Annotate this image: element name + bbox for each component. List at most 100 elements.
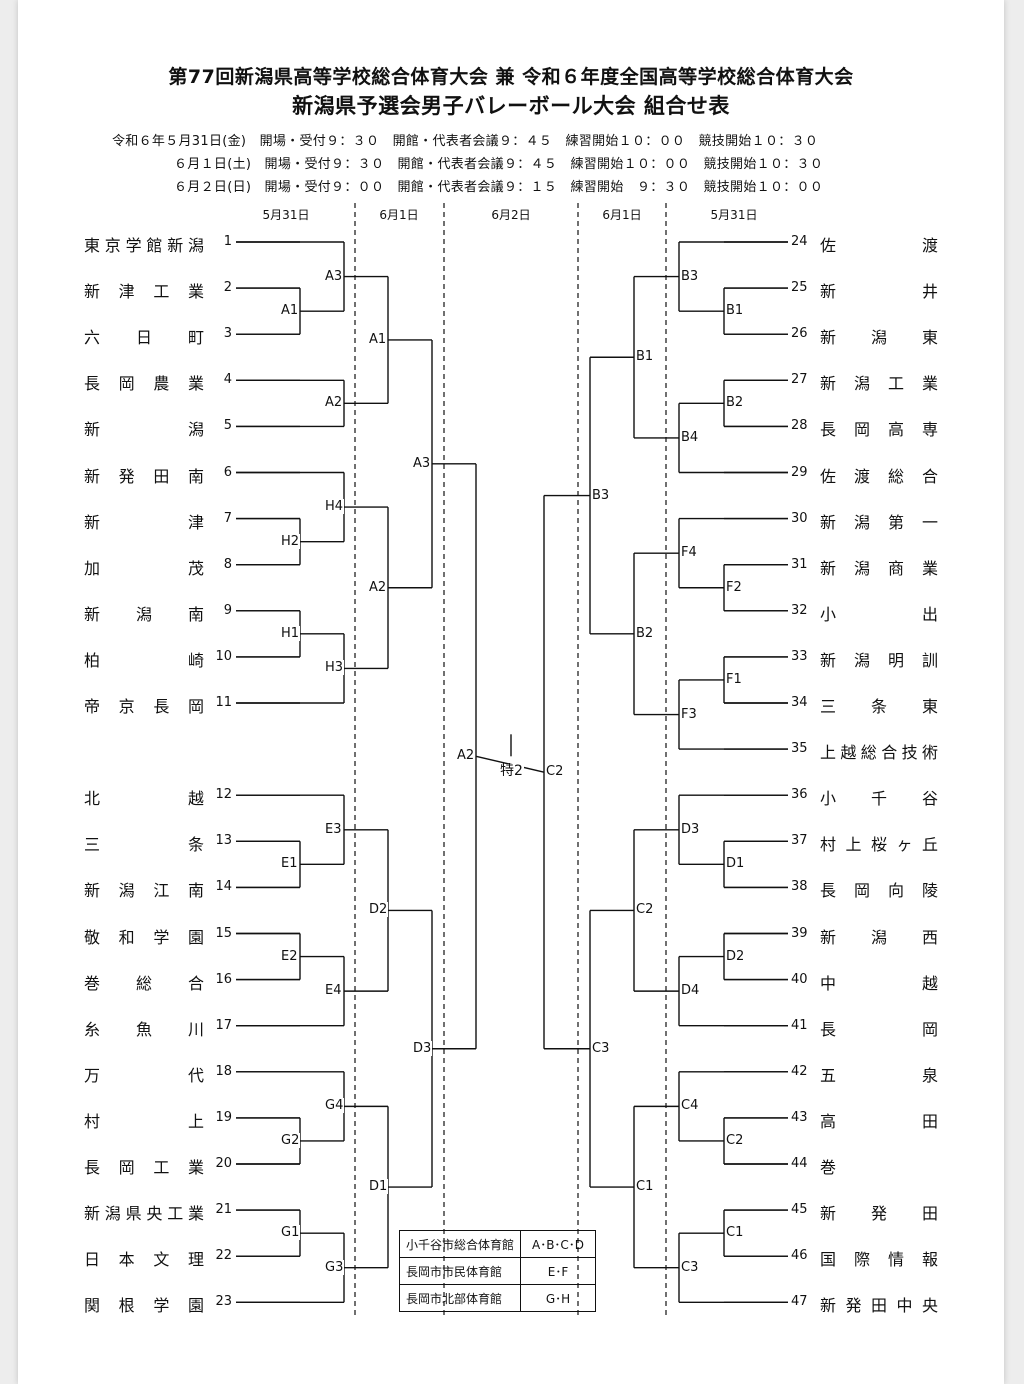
team-number: 37 — [791, 833, 808, 849]
team-entry: 新潟南 — [84, 601, 204, 625]
team-number: 3 — [223, 326, 232, 342]
match-label: B3 — [591, 487, 611, 503]
team-name: 新発田中央 — [820, 1296, 938, 1316]
team-name: 新津工業 — [84, 282, 204, 302]
team-number: 45 — [791, 1202, 808, 1218]
match-label: D3 — [680, 821, 701, 837]
team-number: 47 — [791, 1294, 808, 1310]
match-label: F4 — [680, 545, 698, 561]
bracket-sheet: 第77回新潟県高等学校総合体育大会 兼 令和６年度全国高等学校総合体育大会 新潟… — [18, 0, 1004, 1384]
team-number: 23 — [215, 1294, 232, 1310]
team-entry: 新津工業 — [84, 278, 204, 302]
match-label: D4 — [680, 983, 701, 999]
team-number: 10 — [215, 648, 232, 664]
team-number: 38 — [791, 879, 808, 895]
match-label: D1 — [368, 1179, 389, 1195]
team-name: 長岡向陵 — [820, 881, 938, 901]
team-name: 国際情報 — [820, 1250, 938, 1270]
match-label: B1 — [725, 303, 745, 319]
match-label: C4 — [680, 1098, 700, 1114]
match-label: H3 — [324, 660, 345, 676]
match-label: G3 — [324, 1259, 345, 1275]
team-entry: 加茂 — [84, 555, 204, 579]
team-entry: 長岡農業 — [84, 370, 204, 394]
team-number: 40 — [791, 971, 808, 987]
match-label: D3 — [412, 1040, 433, 1056]
team-entry: 新潟商業 — [820, 555, 938, 579]
match-label: D1 — [725, 856, 746, 872]
team-name: 敬和学園 — [84, 927, 204, 947]
team-name: 高田 — [820, 1111, 938, 1131]
team-name: 上越総合技術 — [820, 743, 938, 763]
team-entry: 新津 — [84, 509, 204, 533]
team-name: 小出 — [820, 604, 938, 624]
team-number: 12 — [215, 787, 232, 803]
team-number: 5 — [223, 418, 232, 434]
team-name: 日本文理 — [84, 1250, 204, 1270]
team-name: 長岡農業 — [84, 374, 204, 394]
team-number: 30 — [791, 510, 808, 526]
bracket-lines — [236, 203, 788, 1318]
team-entry: 佐渡 — [820, 232, 938, 256]
team-entry: 柏崎 — [84, 647, 204, 671]
team-name: 新潟東 — [820, 328, 938, 348]
team-name: 新潟江南 — [84, 881, 204, 901]
venue-table: 小千谷市総合体育館 A･B･C･D 長岡市市民体育館 E･F 長岡市北部体育館 … — [398, 1230, 597, 1312]
title-line-1: 第77回新潟県高等学校総合体育大会 兼 令和６年度全国高等学校総合体育大会 — [168, 66, 854, 88]
team-number: 44 — [791, 1156, 808, 1171]
team-name: 加茂 — [84, 558, 204, 578]
team-entry: 新潟西 — [820, 924, 938, 948]
team-number: 4 — [223, 372, 232, 388]
match-label: B2 — [635, 625, 655, 641]
match-label: G1 — [280, 1225, 301, 1241]
schedule-day2: ６月１日(土) 開場・受付９：３０ 開館・代表者会議９：４５ 練習開始１０：００… — [174, 157, 824, 172]
match-label: A1 — [280, 303, 300, 319]
match-label: E1 — [280, 856, 299, 872]
team-name: 村上 — [84, 1111, 204, 1131]
venue-courts: E･F — [520, 1257, 597, 1285]
match-label: A2 — [368, 579, 388, 595]
team-number: 1 — [223, 234, 232, 249]
team-name: 新発田 — [820, 1204, 938, 1224]
team-name: 新津 — [84, 512, 204, 532]
team-number: 9 — [223, 602, 232, 618]
team-entry: 巻総合 — [84, 970, 204, 994]
team-entry: 新潟第一 — [820, 509, 938, 533]
match-label: A3 — [412, 455, 432, 471]
team-entry: 長岡高専 — [820, 416, 938, 440]
team-name: 新井 — [820, 282, 938, 302]
team-number: 6 — [223, 464, 232, 480]
team-number: 14 — [215, 879, 232, 895]
title-line-2: 新潟県予選会男子バレーボール大会 組合せ表 — [292, 94, 730, 118]
match-label: A3 — [324, 268, 344, 284]
match-label: F3 — [680, 706, 698, 722]
team-number: 26 — [791, 326, 808, 342]
match-label: G2 — [280, 1132, 301, 1148]
match-label: A2 — [456, 748, 476, 764]
team-name: 長岡高専 — [820, 420, 938, 440]
schedule-day1: 令和６年５月31日(金) 開場・受付９：３０ 開館・代表者会議９：４５ 練習開始… — [112, 134, 819, 149]
team-name: 佐渡 — [820, 236, 938, 255]
team-name: 巻 — [820, 1158, 837, 1177]
team-name: 長岡 — [820, 1019, 938, 1039]
venue-name: 小千谷市総合体育館 — [398, 1230, 522, 1258]
team-name: 新潟第一 — [820, 512, 938, 532]
team-number: 34 — [791, 695, 808, 710]
match-label: C3 — [591, 1040, 611, 1056]
team-entry: 新潟明訓 — [820, 647, 938, 671]
team-number: 27 — [791, 372, 808, 388]
team-name: 新潟明訓 — [820, 650, 938, 670]
match-label: C2 — [725, 1132, 745, 1148]
team-number: 13 — [215, 833, 232, 849]
team-name: 新潟 — [84, 420, 204, 440]
team-entry: 新潟東 — [820, 324, 938, 348]
team-name: 新潟工業 — [820, 374, 938, 394]
venue-name: 長岡市北部体育館 — [398, 1284, 522, 1312]
venue-row: 長岡市市民体育館 E･F — [398, 1257, 597, 1285]
match-label: B2 — [725, 395, 745, 411]
match-label: H1 — [280, 625, 301, 641]
match-label: A2 — [324, 395, 344, 411]
team-name: 三条 — [84, 835, 204, 855]
bracket-line — [475, 755, 545, 773]
team-entry: 中越 — [820, 970, 938, 994]
